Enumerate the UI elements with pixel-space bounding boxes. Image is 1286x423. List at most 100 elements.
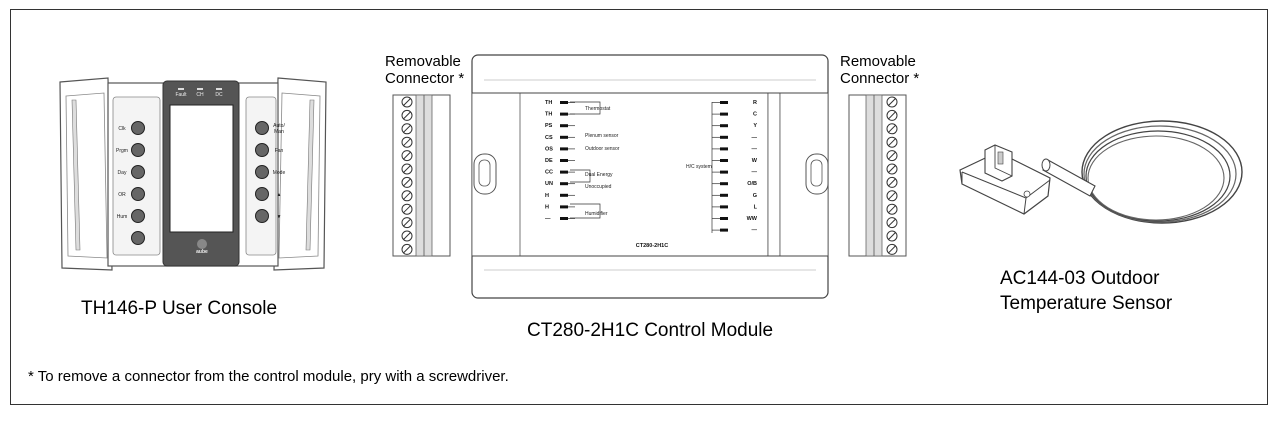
terminal-block bbox=[560, 124, 568, 128]
footnote: * To remove a connector from the control… bbox=[28, 368, 509, 385]
screw-slot bbox=[403, 111, 411, 120]
screw-slot bbox=[888, 205, 896, 214]
console-right-button[interactable] bbox=[255, 187, 269, 201]
indicator-led bbox=[216, 88, 222, 90]
terminal-block bbox=[720, 101, 728, 104]
control-module bbox=[471, 54, 829, 299]
module-left-terminal: OS bbox=[545, 146, 553, 152]
screw-slot bbox=[403, 124, 411, 133]
module-left-terminal: PS bbox=[545, 123, 553, 129]
console-left-button-label: OR bbox=[118, 192, 126, 198]
figure-frame bbox=[10, 9, 1268, 405]
screw-slot bbox=[888, 165, 896, 173]
user-console bbox=[59, 77, 327, 271]
module-group-label: Dual Energy bbox=[585, 172, 613, 178]
indicator-label: Fault bbox=[175, 92, 187, 98]
screw-slot bbox=[888, 178, 896, 187]
module-left-terminal: CC bbox=[545, 170, 553, 176]
terminal-block bbox=[720, 205, 728, 209]
console-left-button[interactable] bbox=[131, 121, 145, 135]
module-left-terminal: CS bbox=[545, 135, 553, 141]
module-group-label: Outdoor sensor bbox=[585, 146, 620, 152]
screw-slot bbox=[403, 165, 411, 173]
console-left-button[interactable] bbox=[131, 231, 145, 245]
console-left-button[interactable] bbox=[131, 165, 145, 179]
terminal-block bbox=[720, 112, 728, 116]
module-right-terminal: Y bbox=[753, 123, 757, 129]
console-left-button-label: Prgm bbox=[116, 148, 128, 154]
module-left-terminal: H bbox=[545, 193, 549, 199]
left-connector-label-line1: Removable bbox=[385, 53, 461, 70]
screw-slot bbox=[888, 218, 896, 227]
module-left-terminal: TH bbox=[545, 100, 552, 106]
screw-slot bbox=[888, 245, 896, 254]
screw-slot bbox=[403, 218, 411, 227]
left-connector-label-line2: Connector * bbox=[385, 70, 465, 87]
module-right-terminal: G bbox=[753, 193, 757, 199]
module-right-terminal: — bbox=[752, 135, 758, 141]
outdoor-sensor bbox=[959, 120, 1243, 224]
terminal-block bbox=[560, 112, 568, 116]
console-right-button[interactable] bbox=[255, 143, 269, 157]
module-right-terminal: O/B bbox=[747, 181, 757, 187]
screw-slot bbox=[403, 138, 411, 147]
terminal-block bbox=[720, 159, 728, 162]
module-caption: CT280-2H1C Control Module bbox=[527, 320, 774, 341]
module-group-label: Unoccupied bbox=[585, 184, 612, 190]
console-right-button[interactable] bbox=[255, 121, 269, 135]
screw-slot bbox=[403, 205, 411, 214]
module-right-terminal: R bbox=[753, 100, 757, 106]
screw-slot bbox=[888, 151, 896, 160]
sensor-caption: AC144-03 Outdoor Temperature Sensor bbox=[1000, 266, 1172, 316]
console-right-button-label: Fan bbox=[275, 148, 284, 154]
indicator-led bbox=[197, 88, 203, 90]
terminal-block bbox=[560, 159, 568, 162]
module-right-terminal: WW bbox=[747, 216, 758, 222]
screw-slot bbox=[403, 151, 411, 160]
terminal-block bbox=[560, 182, 568, 186]
console-right-button[interactable] bbox=[255, 209, 269, 223]
screw-slot bbox=[888, 232, 896, 240]
console-right-button-label: ▲ bbox=[277, 192, 282, 198]
indicator-label: DC bbox=[215, 92, 223, 98]
sensor-caption-line2: Temperature Sensor bbox=[1000, 293, 1173, 314]
indicator-label: CH bbox=[196, 92, 204, 98]
screw-slot bbox=[888, 111, 896, 120]
screw-slot bbox=[403, 232, 411, 240]
screw-slot bbox=[888, 138, 896, 147]
terminal-block bbox=[560, 193, 568, 197]
console-right-button[interactable] bbox=[255, 165, 269, 179]
module-left-terminal: — bbox=[545, 216, 551, 222]
module-right-terminal: W bbox=[752, 158, 758, 164]
sensor-caption-line1: AC144-03 Outdoor bbox=[1000, 268, 1160, 289]
module-right-terminal: — bbox=[752, 170, 758, 176]
module-left-terminal: TH bbox=[545, 112, 552, 118]
screw-slot bbox=[403, 98, 411, 106]
console-left-button[interactable] bbox=[131, 143, 145, 157]
console-left-button[interactable] bbox=[131, 209, 145, 223]
screw-slot bbox=[403, 245, 411, 254]
console-right-button-label: Auto/ bbox=[273, 123, 285, 129]
console-left-button-label: Day bbox=[118, 170, 127, 176]
indicator-led bbox=[178, 88, 184, 90]
screw-slot bbox=[403, 178, 411, 187]
console-right-button-label: ▼ bbox=[277, 214, 282, 220]
console-left-button-label: Clk bbox=[118, 126, 126, 132]
terminal-block bbox=[560, 147, 568, 151]
console-logo: aube bbox=[196, 249, 208, 255]
module-right-terminal: — bbox=[752, 146, 758, 152]
module-group-label: Humidifier bbox=[585, 211, 608, 217]
module-right-terminal: L bbox=[754, 204, 758, 210]
left-connector-label: Removable Connector * bbox=[385, 53, 464, 87]
console-caption: TH146-P User Console bbox=[81, 298, 278, 319]
terminal-block bbox=[720, 217, 728, 220]
module-left-terminal: DE bbox=[545, 158, 553, 164]
left-connector bbox=[392, 94, 451, 257]
console-left-button[interactable] bbox=[131, 187, 145, 201]
module-right-terminal: C bbox=[753, 112, 757, 118]
terminal-block bbox=[720, 147, 728, 151]
right-connector-label-line1: Removable bbox=[840, 53, 916, 70]
terminal-block bbox=[720, 124, 728, 128]
right-connector-label: Removable Connector * bbox=[840, 53, 919, 87]
